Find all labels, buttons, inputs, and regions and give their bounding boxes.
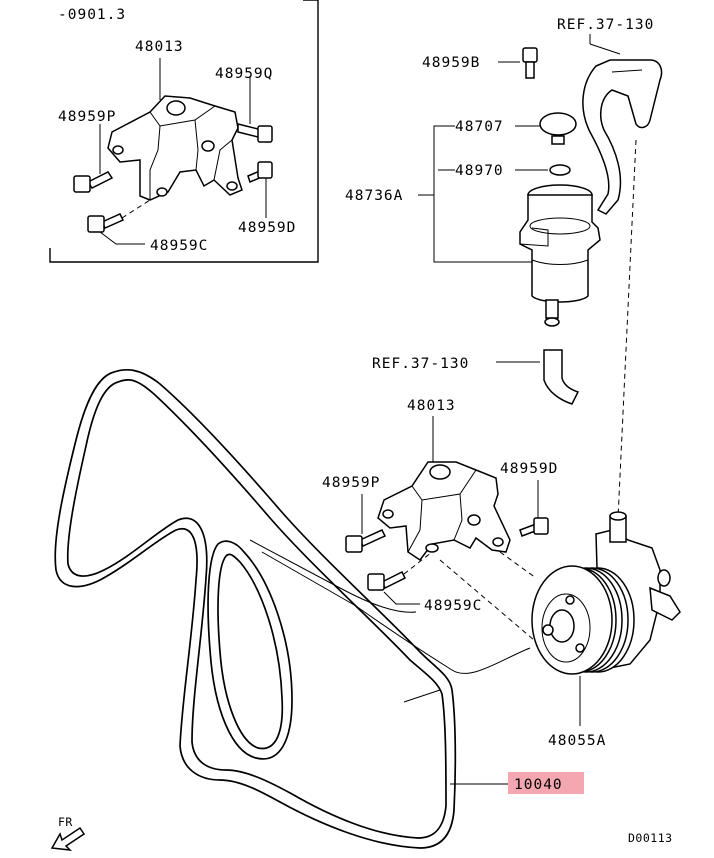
fr-arrow-icon: [50, 826, 86, 851]
main-bracket-assembly: 48013 48959P 48959D 48959C: [322, 398, 558, 614]
label-main-bracket: 48013: [407, 398, 456, 414]
inset-bolt-p: 48959P: [58, 109, 116, 193]
label-ref-top: REF.37-130: [557, 17, 654, 33]
power-steering-pump: 48055A: [439, 511, 681, 749]
fr-label: FR: [58, 815, 73, 829]
inset-label-bolt-d: 48959D: [238, 220, 296, 236]
label-main-bolt-d: 48959D: [500, 461, 558, 477]
inset-label-bolt-c: 48959C: [150, 238, 208, 254]
inset-bolt-q: 48959Q: [215, 66, 273, 143]
front-direction-indicator: FR: [50, 815, 86, 851]
label-reservoir: 48736A: [345, 188, 403, 204]
label-cap: 48707: [455, 119, 504, 135]
label-oring: 48970: [455, 163, 504, 179]
label-pump: 48055A: [548, 733, 606, 749]
inset-label-bolt-p: 48959P: [58, 109, 116, 125]
reservoir-assembly: REF.37-130 48959B 48736A 48707 48970: [345, 17, 663, 327]
label-main-bolt-p: 48959P: [322, 475, 380, 491]
inset-label-bolt-q: 48959Q: [215, 66, 273, 82]
diagram-code: D00113: [628, 831, 673, 845]
ref-mid-hose: REF.37-130: [372, 139, 637, 519]
inset-bolt-d: 48959D: [238, 161, 296, 236]
label-main-bolt-c: 48959C: [424, 598, 482, 614]
label-ref-mid: REF.37-130: [372, 356, 469, 372]
drive-belt: 10040: [54, 368, 584, 849]
inset-bracket: [107, 95, 243, 201]
label-bolt-b: 48959B: [422, 55, 480, 71]
inset-bolt-c: 48959C: [87, 199, 208, 254]
inset-serial-note: -0901.3: [58, 7, 126, 23]
label-belt: 10040: [514, 777, 563, 793]
belt-highlight-box: [508, 772, 584, 794]
inset-panel: -0901.3 48013 48959Q 489: [49, 0, 319, 263]
inset-label-bracket: 48013: [135, 39, 184, 55]
